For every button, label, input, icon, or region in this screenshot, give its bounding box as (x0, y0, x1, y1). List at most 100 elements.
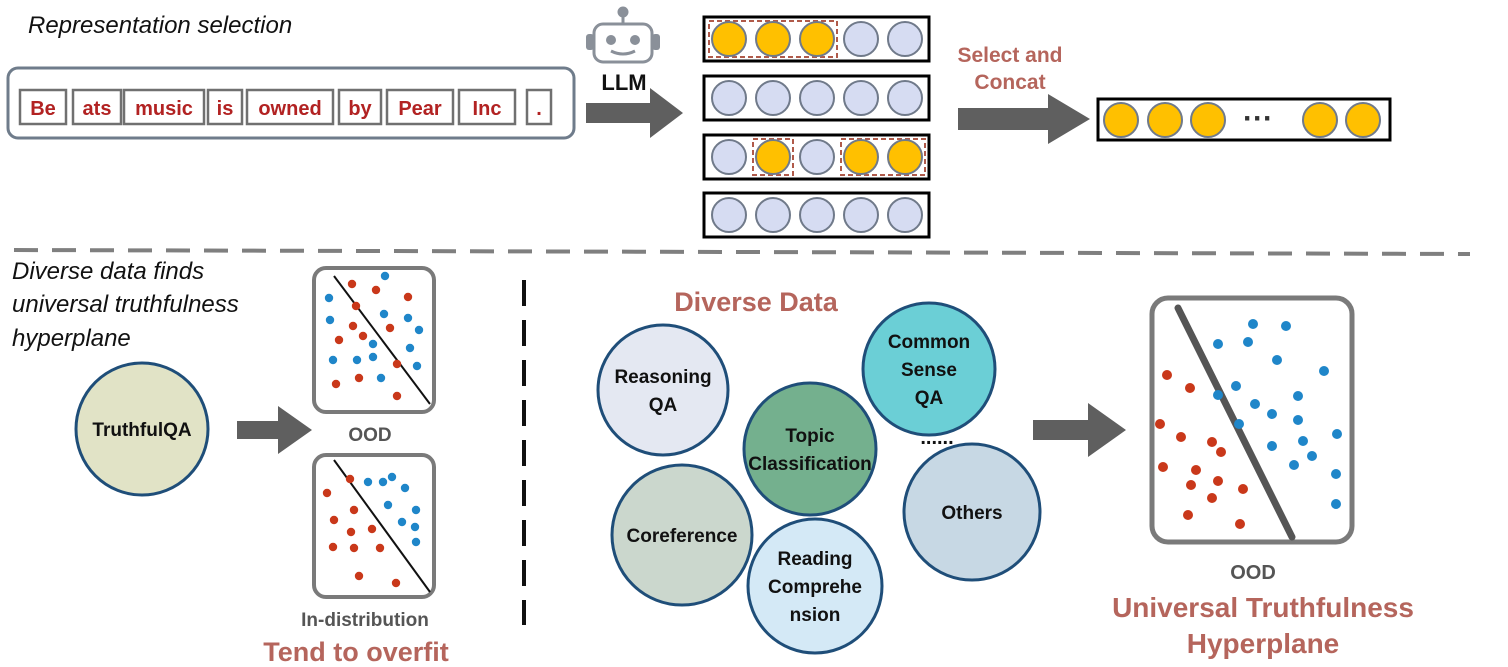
section-title: Representation selection (28, 12, 292, 39)
blue-sample-dot (397, 517, 407, 527)
blue-sample-dot (1231, 381, 1241, 391)
unselected-unit (711, 80, 747, 116)
caption-line3: hyperplane (12, 325, 131, 352)
caption-line2: universal truthfulness (12, 291, 239, 318)
unselected-unit (799, 139, 835, 175)
token-label: music (135, 98, 193, 120)
ood-panel-boundary (333, 275, 431, 405)
token-box: Inc (457, 88, 517, 126)
concat-unit (1103, 102, 1139, 138)
red-sample-dot (375, 543, 385, 553)
unselected-unit (843, 197, 879, 233)
unselected-unit (887, 197, 923, 233)
blue-sample-dot (1243, 337, 1253, 347)
token-box: is (206, 88, 244, 126)
red-sample-dot (354, 373, 364, 383)
red-sample-dot (331, 379, 341, 389)
blue-sample-dot (1289, 460, 1299, 470)
unselected-unit (755, 80, 791, 116)
ood-panel-dots (324, 271, 424, 401)
blue-sample-dot (403, 313, 413, 323)
blue-sample-dot (1267, 409, 1277, 419)
blue-sample-dot (324, 293, 334, 303)
red-sample-dot (1238, 484, 1248, 494)
red-sample-dot (371, 285, 381, 295)
token-label: Be (30, 98, 56, 120)
token-box: by (337, 88, 383, 126)
red-sample-dot (367, 524, 377, 534)
token-box: . (525, 88, 553, 126)
blue-sample-dot (368, 352, 378, 362)
dataset-circle: Coreference (610, 463, 754, 607)
concat-unit (1190, 102, 1226, 138)
red-sample-dot (1186, 480, 1196, 490)
token-label: owned (258, 98, 321, 120)
dataset-label-line: Common (888, 332, 970, 353)
blue-sample-dot (411, 505, 421, 515)
red-sample-dot (1191, 465, 1201, 475)
red-sample-dot (347, 279, 357, 289)
robot-icon (586, 6, 660, 64)
dataset-label-line: QA (649, 395, 678, 416)
universal-panel (1149, 295, 1355, 545)
red-sample-dot (334, 335, 344, 345)
blue-sample-dot (379, 309, 389, 319)
select-label-line1: Select and (957, 44, 1062, 67)
red-sample-dot (1176, 432, 1186, 442)
concat-dots (1103, 102, 1381, 138)
unselected-unit (843, 80, 879, 116)
unselected-unit (799, 197, 835, 233)
dataset-label-line: Reasoning (614, 367, 711, 388)
blue-sample-dot (405, 343, 415, 353)
truthfulqa-circle (74, 361, 210, 497)
caption-line1: Diverse data finds (12, 258, 204, 285)
ood-label-right: OOD (1230, 562, 1276, 584)
blue-sample-dot (1293, 391, 1303, 401)
blue-sample-dot (363, 477, 373, 487)
blue-sample-dot (387, 472, 397, 482)
layer-group (702, 15, 931, 239)
red-sample-dot (322, 488, 332, 498)
diverse-data-heading: Diverse Data (674, 287, 839, 317)
red-sample-dot (1155, 419, 1165, 429)
more-datasets-dots: ...... (920, 427, 953, 449)
token-label: is (217, 98, 234, 120)
blue-sample-dot (1331, 469, 1341, 479)
concat-vector (1096, 97, 1392, 142)
blue-sample-dot (1331, 499, 1341, 509)
red-sample-dot (351, 301, 361, 311)
blue-sample-dot (352, 355, 362, 365)
ood-label-left: OOD (348, 425, 391, 446)
token-label: by (348, 98, 372, 120)
blue-sample-dot (1234, 419, 1244, 429)
blue-sample-dot (414, 325, 424, 335)
dataset-label-line: Others (941, 503, 1002, 524)
selected-unit (799, 21, 835, 57)
blue-sample-dot (328, 355, 338, 365)
indist-panel-dots (322, 472, 421, 588)
truthfulqa-label: TruthfulQA (92, 420, 191, 441)
dataset-label-line: nsion (790, 605, 841, 626)
red-sample-dot (1235, 519, 1245, 529)
llm-label: LLM (601, 70, 646, 95)
selected-unit (711, 21, 747, 57)
blue-sample-dot (1293, 415, 1303, 425)
concat-unit (1147, 102, 1183, 138)
red-sample-dot (391, 578, 401, 588)
unselected-unit (711, 197, 747, 233)
red-sample-dot (348, 321, 358, 331)
universal-panel-dots (1155, 319, 1342, 529)
token-label: . (536, 98, 542, 120)
red-sample-dot (349, 505, 359, 515)
selected-unit (843, 139, 879, 175)
unselected-unit (887, 21, 923, 57)
red-sample-dot (346, 527, 356, 537)
llm-layer-row (702, 74, 931, 122)
blue-sample-dot (325, 315, 335, 325)
token-label: ats (83, 98, 112, 120)
blue-sample-dot (1319, 366, 1329, 376)
blue-sample-dot (1298, 436, 1308, 446)
